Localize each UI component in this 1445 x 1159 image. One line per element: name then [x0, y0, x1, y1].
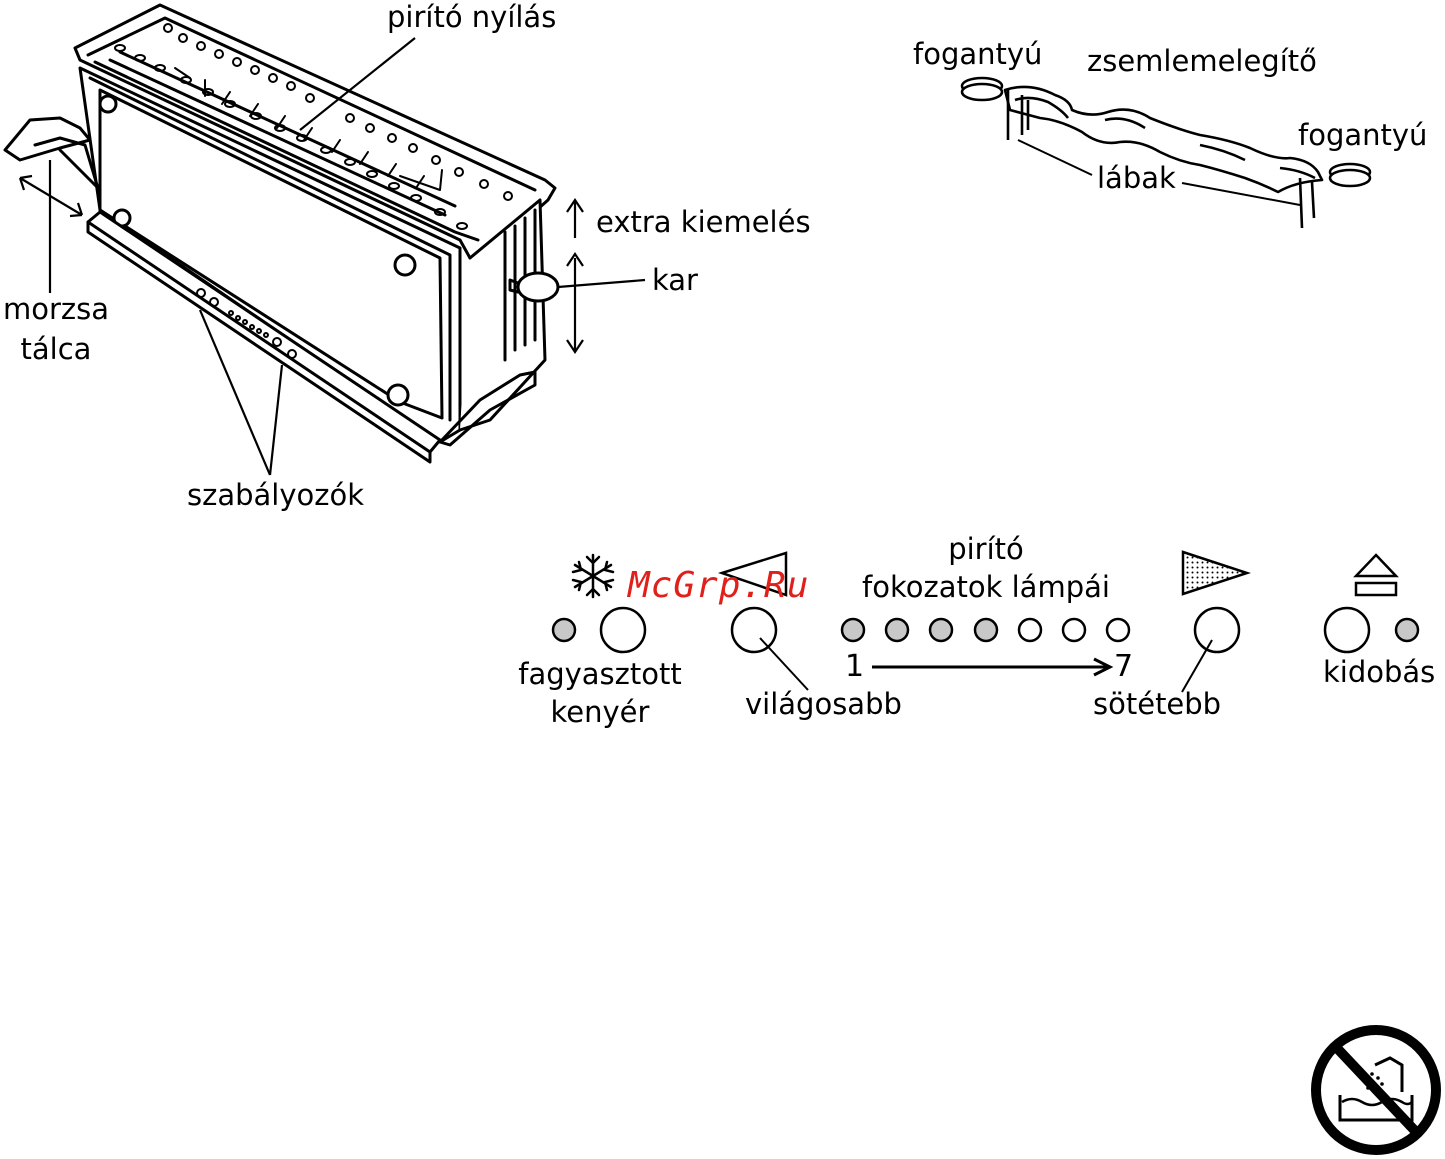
darker-button — [1195, 608, 1239, 652]
frozen-label-1: fagyasztott — [500, 660, 700, 689]
lever-leader — [558, 280, 645, 287]
eject-button — [1325, 608, 1369, 652]
eject-lamp — [1396, 619, 1418, 641]
controls-label: szabályozók — [187, 481, 364, 510]
scale-start-number: 1 — [845, 652, 864, 682]
warmer-legs-label: lábak — [1097, 164, 1176, 193]
lighter-label: világosabb — [745, 690, 902, 719]
warmer-title-label: zsemlemelegítő — [1087, 47, 1317, 76]
bun-warmer-illustration — [962, 78, 1370, 228]
browning-lamps — [842, 619, 1129, 641]
browning-lamp-4 — [975, 619, 997, 641]
no-water-immersion-icon — [1316, 1030, 1436, 1150]
lighter-button — [732, 608, 776, 652]
toaster-illustration — [5, 5, 558, 462]
frozen-label-2: kenyér — [500, 698, 700, 727]
crumb-tray-label-1: morzsa — [0, 295, 112, 324]
lamps-label-2: fokozatok lámpái — [836, 573, 1136, 602]
extra-lift-label: extra kiemelés — [596, 208, 811, 237]
lever-label: kar — [652, 266, 698, 295]
extra-lift-arrow — [567, 200, 583, 238]
crumb-tray-label-2: tálca — [0, 335, 112, 364]
watermark: McGrp.Ru — [628, 565, 809, 606]
browning-lamp-6 — [1063, 619, 1085, 641]
eject-label: kidobás — [1323, 658, 1435, 687]
darker-triangle-icon — [1183, 552, 1247, 594]
scale-end-number: 7 — [1114, 652, 1133, 682]
slot-label: pirító nyílás — [387, 3, 556, 32]
panel-leaders — [760, 638, 1212, 692]
darker-label: sötétebb — [1093, 690, 1221, 719]
frozen-button — [601, 608, 645, 652]
eject-icon — [1356, 555, 1396, 595]
browning-lamp-5 — [1019, 619, 1041, 641]
snowflake-icon — [573, 555, 613, 597]
warmer-handle-left-label: fogantyú — [913, 40, 1042, 69]
controls-leader-right — [270, 365, 282, 475]
browning-lamp-1 — [842, 619, 864, 641]
browning-lamp-3 — [930, 619, 952, 641]
lever-travel-arrow — [567, 254, 583, 352]
browning-lamp-7 — [1107, 619, 1129, 641]
lamps-label-1: pirító — [836, 535, 1136, 564]
scale-arrow — [872, 659, 1110, 675]
control-panel — [553, 608, 1418, 652]
frozen-lamp — [553, 619, 575, 641]
browning-lamp-2 — [886, 619, 908, 641]
warmer-handle-right-label: fogantyú — [1298, 121, 1427, 150]
